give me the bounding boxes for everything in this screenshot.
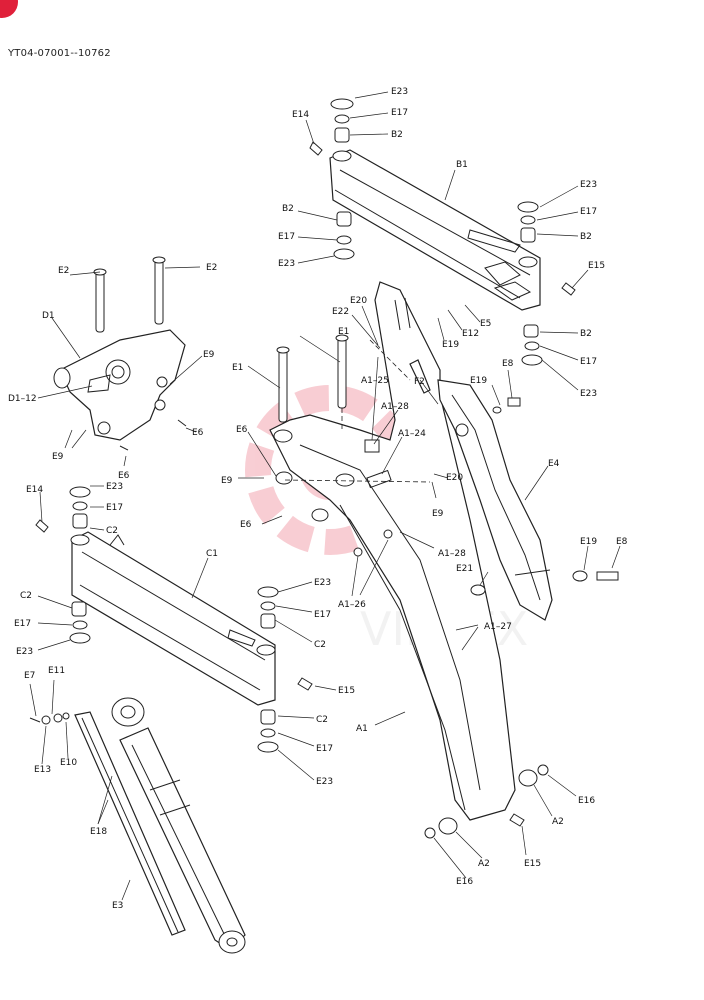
document-code: YT04-07001--10762 <box>8 48 111 59</box>
callout-e23-c: E23 <box>106 482 123 492</box>
callout-e19-a: E19 <box>442 340 459 350</box>
callout-e19-c: E19 <box>580 537 597 547</box>
callout-f2: F2 <box>414 377 425 387</box>
b1-hardware <box>309 98 576 366</box>
callout-e21: E21 <box>456 564 473 574</box>
callout-e4: E4 <box>548 459 560 469</box>
callout-e11: E11 <box>48 666 65 676</box>
callout-c2-d: C2 <box>316 715 328 725</box>
callout-e8-b: E8 <box>616 537 628 547</box>
callout-e15-c: E15 <box>338 686 355 696</box>
cylinder-b1 <box>329 149 541 311</box>
callout-e19-b: E19 <box>470 376 487 386</box>
callout-d1: D1 <box>42 311 55 321</box>
callout-a1: A1 <box>356 724 368 734</box>
swing-bracket-d1 <box>53 256 187 451</box>
callout-b2-left: B2 <box>282 204 294 214</box>
callout-e3: E3 <box>112 901 123 911</box>
callout-e1-top: E1 <box>338 327 349 337</box>
callout-e9-d: E9 <box>432 509 444 519</box>
callout-a1-24: A1–24 <box>398 429 426 439</box>
callout-e7: E7 <box>24 671 35 681</box>
callout-d1-12: D1–12 <box>8 394 37 404</box>
callout-e15-d: E15 <box>524 859 541 869</box>
callout-e17-d: E17 <box>314 610 331 620</box>
callout-e23-b-right: E23 <box>580 180 597 190</box>
callout-e17-c: E17 <box>106 503 123 513</box>
callout-a1-27: A1–27 <box>484 622 512 632</box>
callout-e17-b-right: E17 <box>580 207 597 217</box>
callout-c2-a: C2 <box>106 526 118 536</box>
callout-e15-b: E15 <box>588 261 605 271</box>
callout-e8-a: E8 <box>502 359 514 369</box>
callout-e10: E10 <box>60 758 77 768</box>
callout-e17-c2: E17 <box>14 619 31 629</box>
callout-a1-25: A1–25 <box>361 376 389 386</box>
callout-a1-26: A1–26 <box>338 600 366 610</box>
callout-e20-b: E20 <box>446 473 463 483</box>
callout-e17-top: E17 <box>391 108 408 118</box>
callout-e13: E13 <box>34 765 51 775</box>
callout-e12: E12 <box>462 329 479 339</box>
callout-e14-b: E14 <box>292 110 309 120</box>
leader-lines <box>29 91 621 901</box>
callout-c2-c: C2 <box>314 640 326 650</box>
callout-a1-28-top: A1–28 <box>381 402 409 412</box>
callout-e23-d: E23 <box>314 578 331 588</box>
cylinder-guard-e3 <box>29 697 246 954</box>
callout-labels: E23 E17 B2 E14 B1 E23 E17 B2 E15 B2 E17 … <box>8 87 628 911</box>
callout-e9-c: E9 <box>221 476 233 486</box>
callout-e23-top: E23 <box>391 87 408 97</box>
callout-e2-right: E2 <box>206 263 217 273</box>
callout-e16-a: E16 <box>578 796 595 806</box>
callout-e17-low: E17 <box>580 357 597 367</box>
callout-b2-low: B2 <box>580 329 592 339</box>
boom-pins <box>276 334 431 483</box>
callout-e23-d2: E23 <box>316 777 333 787</box>
arm-e4 <box>409 359 619 621</box>
callout-b1: B1 <box>456 160 468 170</box>
callout-e9-a: E9 <box>203 350 215 360</box>
callout-e9-b: E9 <box>52 452 64 462</box>
pin-e2-left <box>95 271 105 333</box>
pin-e2-right <box>154 259 164 325</box>
callout-e6-b: E6 <box>192 428 204 438</box>
callout-e23-left: E23 <box>278 259 295 269</box>
callout-b2-top: B2 <box>391 130 403 140</box>
callout-e1-left: E1 <box>232 363 243 373</box>
callout-a1-28-low: A1–28 <box>438 549 466 559</box>
callout-e17-d2: E17 <box>316 744 333 754</box>
callout-e20-a: E20 <box>350 296 367 306</box>
callout-e23-c2: E23 <box>16 647 33 657</box>
callout-e17-left: E17 <box>278 232 295 242</box>
callout-e5: E5 <box>480 319 491 329</box>
callout-c2-b: C2 <box>20 591 32 601</box>
callout-e22: E22 <box>332 307 349 317</box>
callout-b2-b-right: B2 <box>580 232 592 242</box>
callout-e6-a: E6 <box>118 471 130 481</box>
callout-e6-c: E6 <box>236 425 248 435</box>
cylinder-c1 <box>35 486 313 753</box>
callout-e2-left: E2 <box>58 266 69 276</box>
callout-c1: C1 <box>206 549 218 559</box>
boom-a1 <box>269 281 516 821</box>
callout-e18: E18 <box>90 827 107 837</box>
callout-e16-b: E16 <box>456 877 473 887</box>
callout-a2-b: A2 <box>478 859 490 869</box>
callout-e6-d: E6 <box>240 520 252 530</box>
callout-e14-c: E14 <box>26 485 43 495</box>
callout-e23-low: E23 <box>580 389 597 399</box>
callout-a2-a: A2 <box>552 817 564 827</box>
bushings-a2 <box>424 764 549 839</box>
